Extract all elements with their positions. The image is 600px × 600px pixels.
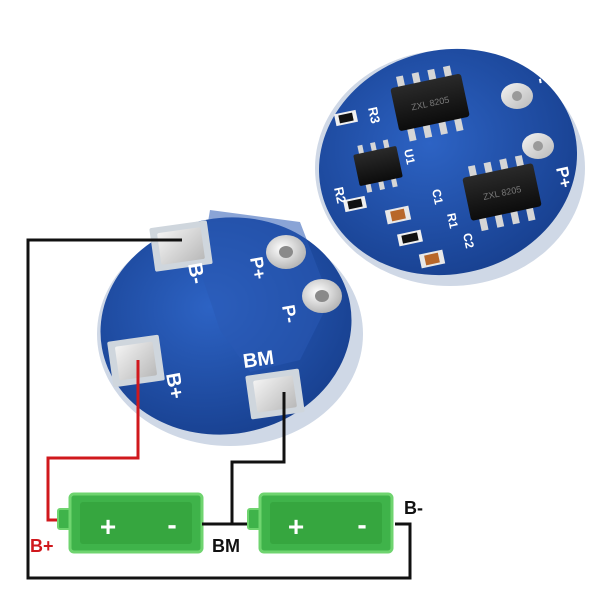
front-label-c2: C2 (460, 232, 477, 250)
front-label-c1: C1 (429, 188, 446, 206)
battery-2-plus-symbol: + (288, 511, 304, 542)
smd-r2 (342, 195, 368, 213)
smd-r3 (333, 109, 359, 127)
board-front: ZXL 8205 ZXL 8205 (315, 48, 585, 286)
board-back: B- B+ P+ P- BM (97, 210, 363, 446)
mosfet-top-chip: ZXL 8205 (390, 65, 470, 142)
back-label-b-minus: B- (183, 261, 208, 286)
battery-1-minus-symbol: - (167, 509, 176, 540)
front-label-p-minus: P- (529, 65, 551, 86)
smd-c2 (418, 249, 446, 269)
back-label-b-plus: B+ (161, 371, 187, 401)
front-p-plus-pad (522, 133, 554, 159)
front-label-u1: U1 (401, 148, 418, 166)
back-hole-p-minus (302, 279, 342, 313)
front-label-p-plus: P+ (552, 165, 575, 190)
ic-u1 (353, 139, 403, 193)
back-hole-p-plus (266, 235, 306, 269)
back-pad-b-plus (107, 334, 165, 388)
smd-c1 (384, 205, 412, 225)
board-front-pcb (318, 48, 578, 276)
back-label-bm: BM (242, 347, 276, 373)
battery-1-plus-symbol: + (100, 511, 116, 542)
back-pad-bm (245, 368, 305, 420)
front-p-minus-pad (501, 83, 533, 109)
back-label-p-plus: P+ (246, 255, 270, 281)
battery-cell-2: + - (247, 492, 394, 554)
smd-r1 (397, 229, 423, 247)
front-label-r2: R2 (331, 186, 349, 205)
front-label-r1: R1 (444, 212, 461, 230)
wire-b-plus (46, 360, 140, 522)
wire-label-b-plus: B+ (30, 536, 54, 556)
wire-bm (230, 392, 286, 524)
wire-label-b-minus: B- (404, 498, 423, 518)
battery-cell-1: + - (57, 492, 204, 554)
wire-label-bm: BM (212, 536, 240, 556)
back-pad-b-minus (149, 220, 213, 272)
back-label-p-minus: P- (278, 303, 301, 324)
mosfet-bottom-chip: ZXL 8205 (462, 155, 542, 232)
front-label-r3: R3 (365, 106, 383, 125)
battery-2-minus-symbol: - (357, 509, 366, 540)
wire-b-minus (26, 238, 412, 580)
